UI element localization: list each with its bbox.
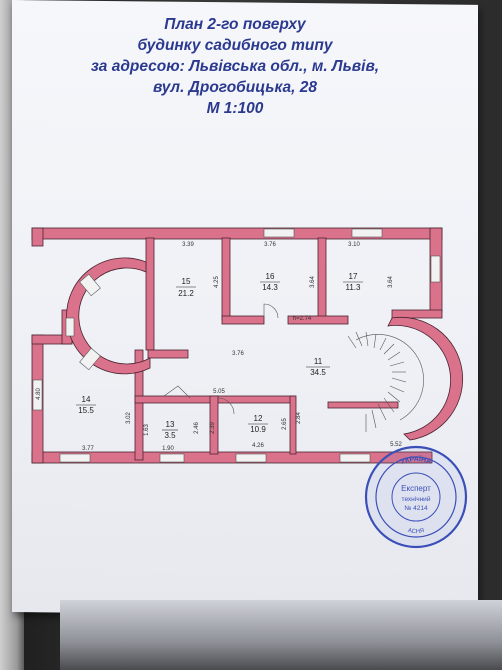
stamp-top-text: УКРАЇНА bbox=[400, 455, 432, 466]
title-line-4: вул. Дрогобицька, 28 bbox=[153, 79, 317, 96]
dim-4-25: 4.25 bbox=[214, 276, 220, 288]
plan-title: План 2-го поверху будинку садибного типу… bbox=[60, 14, 410, 119]
page-shadow-area bbox=[60, 600, 502, 670]
stamp-bottom-text: АСНЯ bbox=[407, 528, 425, 535]
dim-3-76-mid: 3.76 bbox=[232, 351, 244, 357]
title-line-5: М 1:100 bbox=[206, 100, 264, 117]
dim-4-26: 4.26 bbox=[252, 443, 264, 449]
ceiling-height: h=2.74 bbox=[293, 316, 312, 322]
room-16-area: 14.3 bbox=[262, 283, 278, 292]
dim-5-05: 5.05 bbox=[213, 389, 225, 395]
dim-2-84: 2.84 bbox=[296, 412, 302, 424]
dim-3-02: 3.02 bbox=[126, 412, 132, 424]
windows bbox=[32, 228, 441, 463]
bay-windows bbox=[65, 273, 101, 371]
room-16-number: 16 bbox=[266, 272, 275, 281]
dimension-labels: 3.39 3.76 3.10 4.25 3.64 3.64 h=2.74 3.7… bbox=[36, 242, 402, 452]
dim-3-77: 3.77 bbox=[82, 446, 94, 452]
dim-2-46: 2.46 bbox=[194, 422, 200, 434]
room-11-number: 11 bbox=[314, 357, 323, 366]
dim-3-10: 3.10 bbox=[348, 242, 360, 248]
dim-3-76-top: 3.76 bbox=[264, 242, 276, 248]
interior-walls bbox=[134, 237, 399, 461]
room-13-number: 13 bbox=[166, 420, 175, 429]
room-11-area: 34.5 bbox=[310, 368, 326, 377]
dim-1-63: 1.63 bbox=[144, 424, 150, 436]
stamp-line-1: Експерт bbox=[401, 484, 431, 493]
room-12-area: 10.9 bbox=[250, 425, 266, 434]
exterior-walls bbox=[31, 227, 443, 464]
room-14-area: 15.5 bbox=[78, 406, 94, 415]
room-15-area: 21.2 bbox=[178, 289, 194, 298]
spiral-stair bbox=[347, 331, 424, 432]
room-12-number: 12 bbox=[254, 414, 263, 423]
room-17-area: 11.3 bbox=[346, 283, 362, 292]
expert-stamp: УКРАЇНА АСНЯ Експерт технічний № 4214 bbox=[364, 445, 468, 549]
dim-1-90: 1.90 bbox=[162, 446, 174, 452]
dim-3-64-b: 3.64 bbox=[388, 276, 394, 288]
title-line-1: План 2-го поверху bbox=[164, 16, 306, 33]
stamp-line-3: № 4214 bbox=[404, 505, 428, 512]
title-line-2: будинку садибного типу bbox=[137, 37, 333, 54]
doors bbox=[163, 303, 279, 415]
room-labels: 15 21.2 16 14.3 17 11.3 11 34.5 14 15.5 … bbox=[76, 272, 363, 440]
room-13-area: 3.5 bbox=[164, 431, 176, 440]
dim-4-80: 4.80 bbox=[36, 388, 42, 400]
svg-text:АСНЯ: АСНЯ bbox=[407, 528, 425, 535]
title-line-3: за адресою: Львівська обл., м. Львів, bbox=[90, 58, 380, 75]
room-14-number: 14 bbox=[82, 395, 91, 404]
room-17-number: 17 bbox=[349, 272, 358, 281]
dim-2-65: 2.65 bbox=[282, 418, 288, 430]
dim-2-39: 2.39 bbox=[210, 422, 216, 434]
dim-5-52: 5.52 bbox=[390, 442, 402, 448]
stair-wall bbox=[387, 316, 464, 441]
dim-3-39: 3.39 bbox=[182, 242, 194, 248]
stamp-line-2: технічний bbox=[402, 495, 431, 503]
svg-text:УКРАЇНА: УКРАЇНА bbox=[400, 455, 432, 466]
dim-3-64-a: 3.64 bbox=[310, 276, 316, 288]
room-15-number: 15 bbox=[182, 277, 191, 286]
